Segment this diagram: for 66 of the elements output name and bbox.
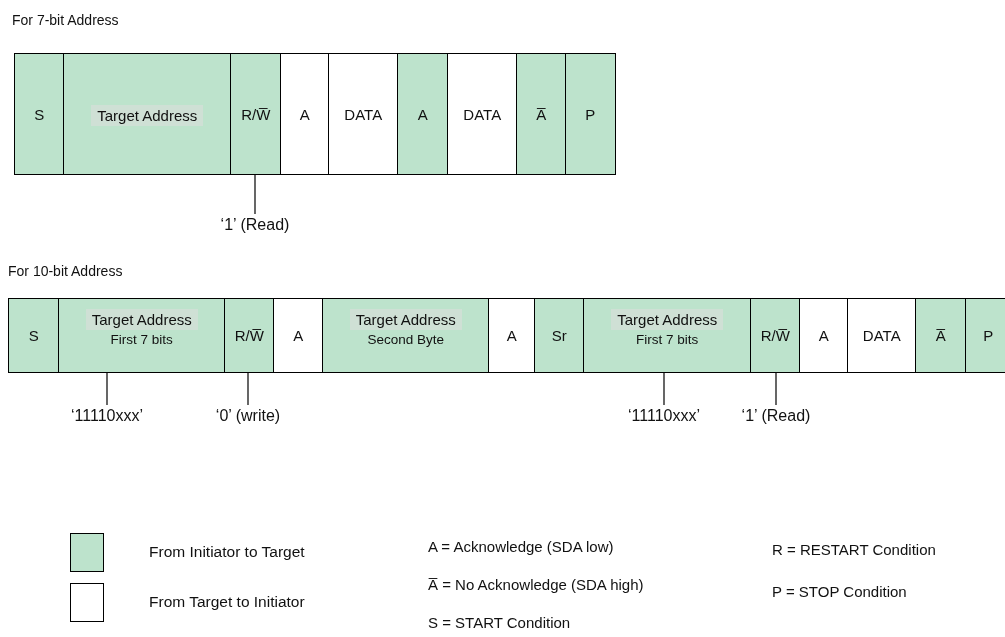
legend-label: From Target to Initiator xyxy=(149,593,305,611)
bit-value-label: ‘11110xxx’ xyxy=(628,407,700,425)
field-label: R/W̅ xyxy=(241,105,271,123)
packet-field xyxy=(280,53,330,175)
packet-field xyxy=(534,298,585,373)
field-label: Target Address xyxy=(611,309,724,330)
packet-field xyxy=(58,298,226,373)
field-sublabel: First 7 bits xyxy=(636,332,699,347)
field-label: S xyxy=(28,327,39,344)
packet-field xyxy=(224,298,275,373)
packet-field xyxy=(63,53,232,175)
field-label: Target Address xyxy=(85,309,198,330)
bit-value-label: ‘1’ (Read) xyxy=(220,216,290,234)
field-label: A̅ xyxy=(935,327,946,344)
field-label: R/W̅ xyxy=(234,327,264,344)
field-label: A xyxy=(506,327,517,344)
packet-field xyxy=(965,298,1005,373)
abbreviation-note: R = RESTART Condition xyxy=(772,541,936,558)
field-label: A xyxy=(299,105,310,123)
field-label: P xyxy=(585,105,596,123)
field-label: A̅ xyxy=(536,105,547,123)
packet-field xyxy=(328,53,399,175)
packet-field xyxy=(565,53,616,175)
section-heading: For 10-bit Address xyxy=(8,263,123,279)
field-label: A xyxy=(818,327,829,344)
field-label: P xyxy=(983,327,994,344)
packet-field xyxy=(488,298,536,373)
field-sublabel: First 7 bits xyxy=(110,332,173,347)
packet-field xyxy=(14,53,65,175)
bit-value-label: ‘0’ (write) xyxy=(215,407,281,425)
field-sublabel: Second Byte xyxy=(367,332,445,347)
field-label: DATA xyxy=(463,105,502,123)
leader-line xyxy=(775,372,777,406)
legend-label: From Initiator to Target xyxy=(149,543,305,561)
packet-field xyxy=(915,298,967,373)
packet-field xyxy=(322,298,490,373)
packet-field xyxy=(230,53,282,175)
packet-field xyxy=(799,298,849,373)
bit-value-label: ‘1’ (Read) xyxy=(741,407,811,425)
section-heading: For 7-bit Address xyxy=(12,12,119,28)
leader-line xyxy=(254,174,256,215)
bit-value-label: ‘11110xxx’ xyxy=(71,407,143,425)
packet-field xyxy=(516,53,567,175)
packet-field xyxy=(583,298,752,373)
field-label: Target Address xyxy=(349,309,462,330)
packet-field xyxy=(273,298,324,373)
packet-field xyxy=(8,298,60,373)
field-label: S xyxy=(34,105,45,123)
abbreviation-note: S = START Condition xyxy=(428,614,571,631)
packet-field xyxy=(847,298,917,373)
abbreviation-note: P = STOP Condition xyxy=(772,583,907,600)
leader-line xyxy=(106,372,108,406)
packet-field xyxy=(750,298,801,373)
field-label: R/W̅ xyxy=(760,327,790,344)
field-label: Target Address xyxy=(91,105,204,126)
field-label: A xyxy=(293,327,304,344)
leader-line xyxy=(663,372,665,406)
leader-line xyxy=(247,372,249,406)
packet-field xyxy=(397,53,449,175)
field-label: A xyxy=(417,105,428,123)
abbreviation-note: A = Acknowledge (SDA low) xyxy=(428,538,614,555)
field-label: DATA xyxy=(344,105,383,123)
packet-field xyxy=(447,53,518,175)
field-label: Sr xyxy=(551,327,567,344)
field-label: DATA xyxy=(862,327,901,344)
abbreviation-note: A̅ = No Acknowledge (SDA high) xyxy=(428,576,644,593)
